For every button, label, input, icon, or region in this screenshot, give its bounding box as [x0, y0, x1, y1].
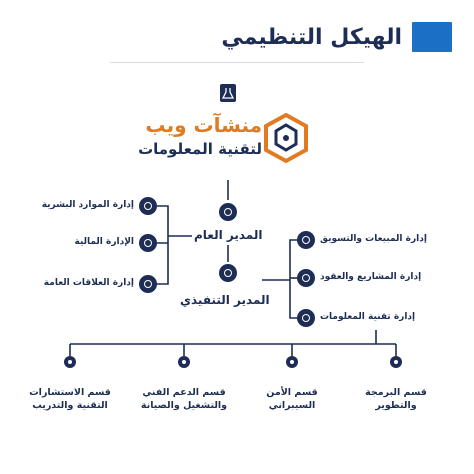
unit-sales: إدارة المبيعات والتسويق	[320, 234, 427, 244]
ceo-icon	[219, 264, 237, 282]
finance-icon	[139, 234, 157, 252]
gm-label: المدير العام	[194, 228, 263, 242]
company-name: منشآت ويب	[145, 113, 262, 137]
company-tagline: لتقنية المعلومات	[138, 140, 262, 158]
header-accent-bar	[412, 22, 452, 52]
department-pins	[64, 356, 402, 368]
dept-security-line2: السيبراني	[268, 400, 316, 411]
dept-support-line2: والتشغيل والصيانة	[140, 400, 228, 411]
unit-finance: الإدارة المالية	[74, 237, 134, 247]
hr-icon	[139, 197, 157, 215]
pr-icon	[139, 275, 157, 293]
unit-hr: إدارة الموارد البشرية	[41, 200, 134, 210]
dept-security: قسم الأمن السيبراني	[247, 386, 337, 412]
page-title: الهيكل التنظيمي	[221, 24, 402, 50]
gm-icon	[219, 203, 237, 221]
unit-projects: إدارة المشاريع والعقود	[320, 272, 422, 282]
projects-icon	[297, 269, 315, 287]
dept-programming-line1: قسم البرمجة	[365, 387, 427, 398]
company-logo-icon	[264, 112, 308, 164]
dept-security-line1: قسم الأمن	[266, 387, 318, 398]
it-icon	[297, 309, 315, 327]
left-bracket	[148, 205, 169, 285]
unit-pr: إدارة العلاقات العامة	[43, 278, 134, 288]
ceo-label: المدير التنفيذي	[180, 293, 270, 307]
page-header: الهيكل التنظيمي	[221, 22, 452, 52]
dept-consulting: قسم الاستشارات التقنية والتدريب	[25, 386, 115, 412]
dept-programming: قسم البرمجة والتطوير	[351, 386, 441, 412]
flask-icon	[220, 84, 236, 102]
dept-consulting-line1: قسم الاستشارات	[29, 387, 111, 398]
sales-icon	[297, 231, 315, 249]
dept-support: قسم الدعم الفني والتشغيل والصيانة	[139, 386, 229, 412]
unit-it: إدارة تقنية المعلومات	[320, 312, 416, 322]
dept-support-line1: قسم الدعم الفني	[142, 387, 226, 398]
dept-programming-line2: والتطوير	[375, 400, 417, 411]
dept-consulting-line2: التقنية والتدريب	[32, 400, 108, 411]
header-divider	[110, 62, 364, 63]
